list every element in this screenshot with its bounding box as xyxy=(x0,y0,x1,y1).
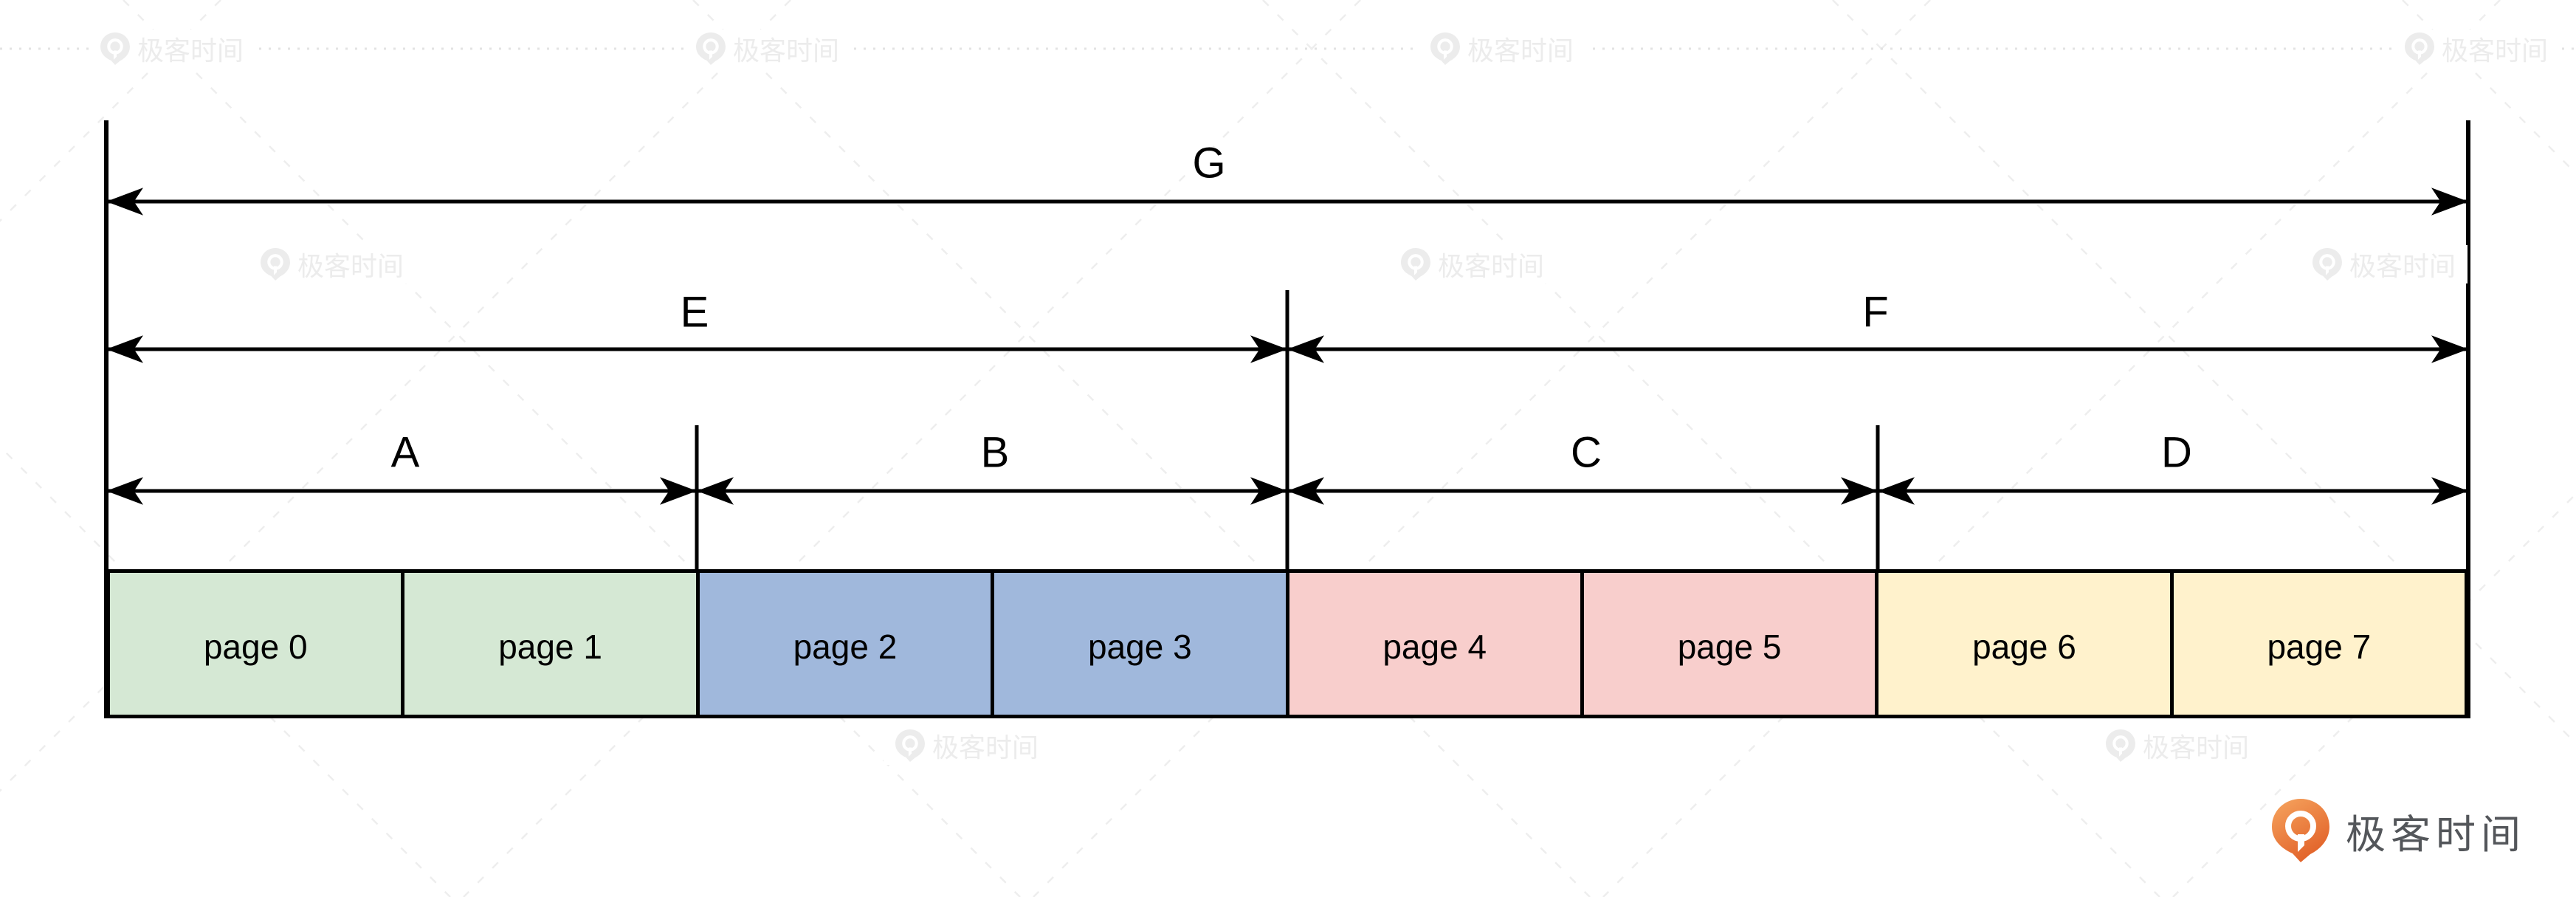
span-label-g: G xyxy=(1192,139,1226,188)
watermark-stamp: 极客时间 xyxy=(2392,30,2560,68)
pages-row: page 0 page 1 page 2 page 3 page 4 page … xyxy=(106,569,2468,718)
geektime-logo-text: 极客时间 xyxy=(2346,812,2526,857)
geektime-logo-icon xyxy=(100,32,130,65)
page-box: page 4 xyxy=(1285,573,1580,715)
page-box: page 2 xyxy=(695,573,991,715)
geektime-logo-icon xyxy=(2106,729,2135,762)
page-box: page 7 xyxy=(2169,573,2465,715)
watermark-text: 极客时间 xyxy=(1437,251,1545,281)
page-box: page 6 xyxy=(1875,573,2170,715)
watermark-text: 极客时间 xyxy=(2349,251,2456,281)
geektime-logo-icon xyxy=(261,248,290,281)
page-box: page 0 xyxy=(110,573,402,715)
watermark-text: 极客时间 xyxy=(1467,35,1574,66)
geektime-logo-icon xyxy=(2405,32,2434,65)
watermark-text: 极客时间 xyxy=(137,35,244,66)
watermark-text: 极客时间 xyxy=(297,251,404,281)
span-label-c: C xyxy=(1571,428,1602,477)
page-box: page 3 xyxy=(991,573,1286,715)
watermark-stamp: 极客时间 xyxy=(883,726,1051,765)
span-label-e: E xyxy=(680,288,709,337)
watermark-stamp: 极客时间 xyxy=(1388,245,1557,283)
geektime-logo-icon xyxy=(2272,799,2329,862)
geektime-logo-icon xyxy=(2312,248,2342,281)
page-box: page 1 xyxy=(401,573,696,715)
watermark-text: 极客时间 xyxy=(2142,732,2250,763)
watermark-stamp: 极客时间 xyxy=(683,30,852,68)
watermark-text: 极客时间 xyxy=(931,732,1039,763)
watermark-stamp: 极客时间 xyxy=(2300,245,2468,283)
watermark-stamp: 极客时间 xyxy=(1418,30,1586,68)
geektime-logo: 极客时间 xyxy=(2272,799,2526,862)
geektime-logo-icon xyxy=(1401,248,1430,281)
span-label-a: A xyxy=(390,428,420,477)
geektime-logo-icon xyxy=(895,729,925,762)
watermark-stamp: 极客时间 xyxy=(248,245,416,283)
span-label-d: D xyxy=(2161,428,2192,477)
page-box: page 5 xyxy=(1580,573,1876,715)
watermark-stamp: 极客时间 xyxy=(88,30,256,68)
span-label-f: F xyxy=(1862,288,1889,337)
span-label-b: B xyxy=(980,428,1010,477)
geektime-logo-icon xyxy=(696,32,726,65)
watermark-stamp: 极客时间 xyxy=(2093,726,2262,765)
geektime-logo-icon xyxy=(1430,32,1460,65)
watermark-text: 极客时间 xyxy=(2441,35,2549,66)
watermark-text: 极客时间 xyxy=(732,35,840,66)
